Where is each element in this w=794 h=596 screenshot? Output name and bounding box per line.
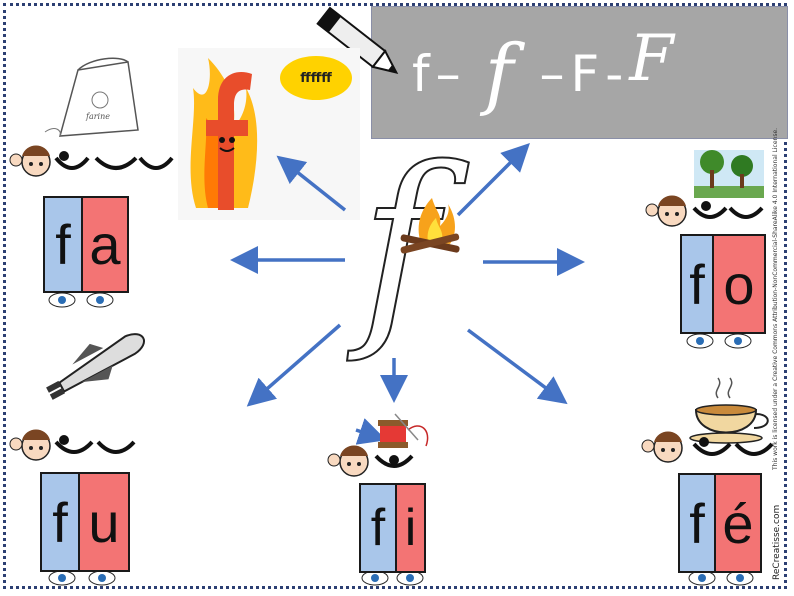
vowel: a (83, 198, 127, 291)
letter-forms-banner: f – f – F - F (371, 6, 788, 139)
speech-bubble: ffffff (280, 56, 352, 100)
banner-dash: – (435, 44, 461, 103)
license-text[interactable]: This work is licensed under a Creative C… (772, 127, 779, 470)
flour-label: farine (86, 112, 110, 121)
vowel: u (80, 474, 128, 570)
site-name: ReCreatisse.com (772, 504, 782, 580)
consonant: f (680, 475, 716, 571)
banner-cursive-upper: F (629, 21, 674, 96)
pencil-icon (316, 6, 399, 75)
consonant: f (45, 198, 83, 291)
syllable-box-fa: f a (43, 196, 129, 293)
consonant: f (361, 485, 397, 571)
page-frame (3, 3, 787, 589)
banner-dash: - (605, 44, 624, 103)
banner-print-upper: F (570, 44, 600, 103)
banner-print-lower: f (412, 44, 430, 103)
vowel: o (714, 236, 764, 332)
banner-dash: – (539, 44, 565, 103)
center-cursive-letter: f (359, 122, 439, 367)
vowel: é (716, 475, 760, 571)
syllable-box-fe: f é (678, 473, 762, 573)
syllable-box-fo: f o (680, 234, 766, 334)
site-credit: ReCreatisse.com (772, 480, 784, 580)
syllable-box-fu: f u (40, 472, 130, 572)
license-notice: This work is licensed under a Creative C… (772, 127, 786, 470)
fire-letter-panel: f ffffff (178, 48, 360, 220)
banner-cursive-lower: f (484, 28, 514, 119)
consonant: f (682, 236, 714, 332)
consonant: f (42, 474, 80, 570)
syllable-box-fi: f i (359, 483, 426, 573)
vowel: i (397, 485, 424, 571)
fire-f-character: f (196, 60, 256, 210)
